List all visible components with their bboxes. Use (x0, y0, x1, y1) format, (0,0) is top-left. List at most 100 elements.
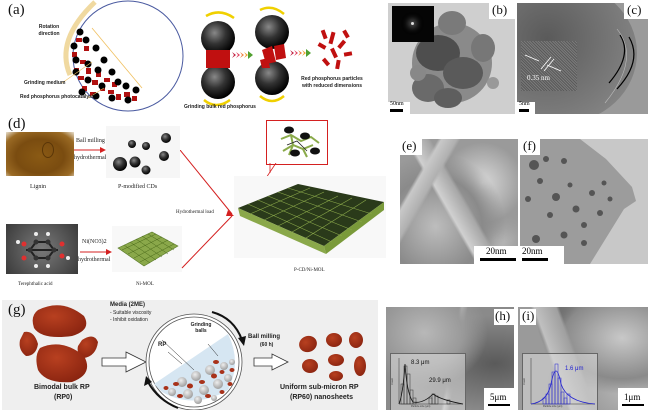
peak-1-label: 8.3 μm (411, 360, 430, 366)
histogram-h (398, 358, 464, 405)
rotation-arrow-left (63, 0, 97, 76)
ni-no3-label: Ni(NO3)2 (82, 239, 107, 245)
panel-h-scalebar (488, 404, 510, 406)
ball-milling-label: Ball milling (76, 138, 105, 144)
inset-structure (280, 126, 320, 158)
carbon-dots (113, 133, 171, 175)
chevron-arrow-1 (232, 51, 253, 59)
hydrothermal-2-label: hydrothermal (78, 257, 111, 263)
panel-h-scalebar-text: 5μm (490, 392, 507, 402)
p-cd-ni-mol-image (234, 176, 386, 258)
grinding-sphere (201, 21, 235, 55)
terephthalic-acid-model (6, 224, 78, 274)
mol-lattice (117, 231, 179, 267)
panel-c-hrtem-image: 0.35 nm (c) 5nm (517, 3, 648, 114)
panel-g: (g) (2, 300, 378, 410)
uniform-rp-sub: (RP60) nanosheets (290, 394, 354, 401)
panel-f-label-box: (f) (520, 139, 540, 155)
inset-h-ylabel: Count (390, 378, 394, 385)
grinding-sphere (201, 65, 235, 99)
peak-2-label: 29.9 μm (429, 378, 451, 384)
reduced-rp-particles (317, 29, 353, 70)
panel-c-scalebar-box: 5nm (517, 101, 535, 114)
composite-lattice (238, 184, 384, 254)
panel-h-label-box: (h) (494, 308, 514, 325)
lattice-arrows (524, 54, 562, 72)
panel-i-label: (i) (522, 308, 535, 323)
panel-i-scalebar (622, 404, 644, 406)
hollow-arrow-right (101, 351, 147, 373)
tem-dots (520, 139, 636, 264)
panel-e-scalebar-box: 20nm (474, 246, 518, 264)
hydrothermal-load-label: Hydrothermal load (176, 210, 214, 215)
panel-h-label: (h) (495, 308, 511, 323)
panel-i-scalebar-text: 1μm (624, 392, 641, 402)
panel-b-scalebar (390, 109, 403, 112)
panel-c-scalebar-text: 5nm (519, 101, 530, 107)
panel-f-scalebar (522, 258, 548, 261)
fft-inset (392, 6, 434, 42)
panel-b-label: (b) (492, 3, 508, 17)
panel-e-scalebar-text: 20nm (486, 246, 507, 256)
molecule (16, 232, 70, 268)
grinding-sphere (255, 61, 289, 95)
size-distribution-inset-h: 8.3 μm 29.9 μm Particle size (μm) Count (390, 353, 466, 410)
grinding-balls (70, 28, 140, 104)
panel-i-label-box: (i) (520, 308, 536, 325)
p-modified-cds-image (106, 126, 180, 178)
grinding-medium-label: Grinding medium (24, 80, 66, 86)
reduced-particles-label: Red phosphorus particles with reduced di… (301, 76, 363, 89)
media-point-1: - Suitable viscosity (110, 310, 152, 316)
rotation-direction-label: Rotation direction (38, 24, 60, 37)
lignin-label: Lignin (30, 184, 46, 190)
hydrothermal-1-label: hydrothermal (74, 155, 107, 161)
panel-h-scalebar-box: 5μm (484, 388, 514, 410)
ball-milling-label-g: Ball milling (248, 334, 281, 340)
panel-g-label: (g) (8, 302, 26, 318)
grinding-balls-label: Grinding balls (190, 322, 212, 334)
bulk-rp-blob (19, 331, 38, 356)
panel-c-scalebar (519, 109, 529, 112)
panel-a: (a) (0, 0, 380, 118)
grinding-bulk-label: Grinding bulk red phosphorus (184, 104, 256, 110)
inset-h-xlabel: Particle size (μm) (411, 405, 431, 408)
ni-mol-image (112, 226, 182, 272)
panel-f-tem-image: (f) 20nm (520, 139, 648, 264)
panel-d-label: (d) (8, 116, 26, 132)
panel-i-scalebar-box: 1μm (618, 388, 648, 410)
rp-label: RP (158, 342, 167, 348)
jar-grinding-balls (168, 359, 235, 404)
jar-rp-particles (163, 360, 235, 398)
media-title: Media (2ME) (110, 302, 146, 308)
inset-i-ylabel: Count (522, 378, 526, 385)
bulk-rp-sub: (RP0) (54, 394, 73, 401)
arrow-lignin-to-cds (74, 147, 106, 153)
uniform-rp-title: Uniform sub-micron RP (280, 384, 359, 391)
lignin-photo (6, 132, 74, 176)
panel-c-label-box: (c) (624, 3, 648, 19)
edge-layers (604, 28, 635, 104)
panel-f-scalebar-box: 20nm (520, 246, 564, 264)
bulk-rp-blob (32, 305, 87, 337)
inset-i-xlabel: Particle size (μm) (543, 405, 563, 408)
chevron-arrow-2 (290, 49, 311, 57)
panel-b-scalebar-box: 50nm (388, 101, 410, 114)
bulk-rp-title: Bimodal bulk RP (34, 384, 90, 391)
size-distribution-inset-i: 1.6 μm Particle size (μm) Count (522, 353, 598, 410)
panel-e-label: (e) (402, 139, 417, 153)
panel-f-label: (f) (523, 139, 536, 153)
panel-f-scalebar-text: 20nm (522, 246, 543, 256)
converging-arrows (180, 150, 234, 269)
terephthalic-acid-label: Terephthalic acid (18, 282, 53, 287)
panel-h-sem-image: 8.3 μm 29.9 μm Particle size (μm) Count … (386, 307, 514, 410)
uniform-rp-particles (299, 332, 366, 381)
tem-particles (410, 11, 499, 108)
panel-i-sem-image: 1.6 μm Particle size (μm) Count (i) 1μm (518, 307, 648, 410)
grinding-sphere (255, 15, 289, 49)
panel-b-scalebar-text: 50nm (390, 101, 404, 107)
media-point-2: - Inhibit oxidation (110, 317, 148, 323)
p-modified-cds-label: P-modified CDs (118, 184, 158, 190)
photocatalyst-label: Red phosphorus photocatalyst (20, 94, 94, 100)
mol-zoom-inset (266, 120, 328, 165)
panel-e-scalebar (480, 258, 516, 261)
